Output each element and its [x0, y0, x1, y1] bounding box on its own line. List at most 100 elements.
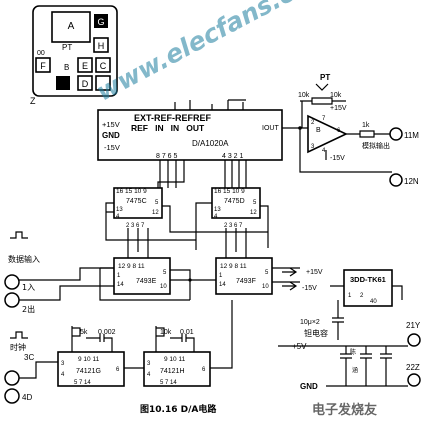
- ic-7475c-bottom-pins: 2 3 6 7: [126, 223, 145, 229]
- ic-7493e-l2: 14: [117, 282, 124, 288]
- ic-7475d-bottom-pins: 2 3 6 7: [224, 223, 243, 229]
- ic-7475d-l2: 4: [214, 214, 218, 220]
- ic-7475d-top-pins: 16 15 10 9: [214, 188, 245, 195]
- ic-7475c-l2: 4: [116, 214, 120, 220]
- ic-7493e-r1: 5: [163, 270, 167, 276]
- jack-2-label: 2出: [22, 304, 35, 314]
- cap-label: 钽电容: [304, 328, 328, 338]
- jack-1-label: 1入: [22, 283, 35, 292]
- opamp-section: PT 10k 10k +15V B 3 2 6 7 4 1k -15V 11M …: [282, 73, 419, 187]
- ic-7475d-name: 7475D: [224, 198, 245, 205]
- segment-a-label: A: [68, 21, 75, 32]
- ic-7475c: 16 15 10 9 7475C 13 4 5 12 2 3 6 7: [113, 170, 185, 229]
- dac-pin-nums-left: 8 7 6 5: [156, 153, 178, 160]
- segment-g-label: G: [97, 17, 104, 27]
- side-label-2: 涵: [352, 366, 358, 374]
- jack-4-label: 4D: [22, 393, 32, 402]
- ic-74121h-l1: 3: [147, 361, 151, 367]
- ic-74121g: 5k 0.002 9 10 11 74121G 3 4 6 5 7 14: [57, 326, 125, 387]
- regulator-section: +15V -15V 3DD-TK61 1 2 40 10μ×2 钽电容 +5V …: [278, 267, 421, 391]
- plus5-label: +5V: [292, 342, 307, 351]
- opamp-r1: 10k: [298, 92, 310, 99]
- ic-7475c-l1: 13: [116, 207, 123, 213]
- segment-h-label: H: [98, 41, 105, 51]
- watermark-text: www.elecfans.com: [92, 0, 337, 107]
- ic-7475d-r2: 12: [250, 210, 257, 216]
- data-input-label: 数据输入: [8, 254, 40, 264]
- dac-iout: IOUT: [262, 125, 279, 132]
- segment-b-label: B: [64, 63, 69, 72]
- opamp-pt-label: PT: [320, 73, 330, 82]
- ic-7475d-l1: 13: [214, 207, 221, 213]
- opamp-minus15: -15V: [330, 155, 345, 162]
- opamp-b: B: [316, 127, 321, 134]
- dac-plus15: +15V: [102, 120, 120, 129]
- reg-pin3: 40: [370, 299, 377, 305]
- opamp-out-r: 1k: [362, 122, 370, 129]
- reg-pin1: 1: [348, 293, 352, 299]
- reg-name: 3DD-TK61: [350, 275, 386, 284]
- ic-74121h-bottom-pins: 5 7 14: [160, 380, 177, 386]
- dac-top-pins: EXT-REF-REFREF: [134, 113, 212, 123]
- ic-74121g-top-pins: 9 10 11: [78, 356, 100, 363]
- ic-7493f-l1: 1: [219, 273, 223, 279]
- ic-7493f-r1: 5: [265, 270, 269, 276]
- ic-7493e-top-pins: 12 9 8 11: [118, 263, 145, 270]
- opamp-4: 4: [322, 148, 326, 154]
- dac-name: D/A1020A: [192, 139, 229, 148]
- reg-pin2: 2: [360, 293, 364, 299]
- opamp-6: 6: [337, 128, 341, 134]
- ic-7493f-r2: 10: [262, 284, 269, 290]
- dac-1020a-chip: EXT-REF-REFREF REF IN IN OUT +15V GND -1…: [97, 99, 283, 170]
- ic-7475d: 16 15 10 9 7475D 13 4 5 12 2 3 6 7: [211, 170, 261, 229]
- ic-7493e: 12 9 8 11 7493E 1 14 5 10: [113, 257, 171, 295]
- ic-7475c-top-pins: 16 15 10 9: [116, 188, 147, 195]
- display-dp-label: 00: [37, 50, 45, 57]
- ic-74121g-r: 5k: [80, 329, 88, 336]
- ic-74121h-c: 0.01: [180, 329, 194, 336]
- ic-7493f: 12 9 8 11 7493F 1 14 5 10: [215, 257, 273, 295]
- ic-7493e-r2: 10: [160, 284, 167, 290]
- ic-7493f-top-pins: 12 9 8 11: [220, 263, 247, 270]
- ic-7475c-r2: 12: [152, 210, 159, 216]
- jack-3-label: 3C: [24, 353, 34, 362]
- ic-74121h-name: 74121H: [160, 368, 185, 375]
- segment-f-label: F: [40, 61, 46, 71]
- opamp-2: 2: [311, 120, 315, 126]
- ic-7475d-r1: 5: [253, 200, 257, 206]
- ic-74121h-r: 10k: [160, 329, 172, 336]
- ic-74121h-l2: 4: [147, 372, 151, 378]
- ic-7493f-l2: 14: [219, 282, 226, 288]
- opamp-out-jack: 11M: [404, 131, 419, 140]
- clock-label: 时钟: [10, 342, 26, 352]
- cap-value: 10μ×2: [300, 319, 320, 326]
- display-pt-label: PT: [62, 43, 72, 52]
- ic-74121g-r1: 6: [116, 367, 120, 373]
- opamp-gnd-jack: 12N: [404, 177, 419, 186]
- seven-segment-display: A G H PT F 00 B E C D Z: [30, 5, 118, 106]
- dac-pin-nums-right: 4 3 2 1: [222, 153, 244, 160]
- figure-caption: 图10.16 D/A电路: [140, 403, 217, 415]
- opamp-7: 7: [322, 116, 326, 122]
- dac-minus15: -15V: [104, 143, 120, 152]
- ic-7475c-name: 7475C: [126, 198, 147, 205]
- jack-22-label: 22Z: [406, 363, 420, 372]
- opamp-plus15: +15V: [330, 105, 347, 112]
- reg-plus15: +15V: [306, 269, 323, 276]
- segment-c-label: C: [100, 61, 107, 71]
- ic-74121g-c: 0.002: [98, 329, 116, 336]
- ic-7493e-name: 7493E: [136, 278, 157, 285]
- ic-7475c-r1: 5: [155, 200, 159, 206]
- ic-74121h-top-pins: 9 10 11: [164, 356, 186, 363]
- ic-7493e-l1: 1: [117, 273, 121, 279]
- ic-74121g-l2: 4: [61, 372, 65, 378]
- opamp-out-caption: 模拟输出: [362, 141, 390, 150]
- reg-minus15: -15V: [302, 285, 317, 292]
- ic-74121g-name: 74121G: [76, 368, 101, 375]
- dac-gnd: GND: [102, 131, 120, 140]
- segment-e-label: E: [82, 61, 88, 71]
- corner-watermark: 电子发烧友: [312, 402, 377, 418]
- gnd-label: GND: [300, 382, 318, 391]
- ic-74121g-bottom-pins: 5 7 14: [74, 380, 91, 386]
